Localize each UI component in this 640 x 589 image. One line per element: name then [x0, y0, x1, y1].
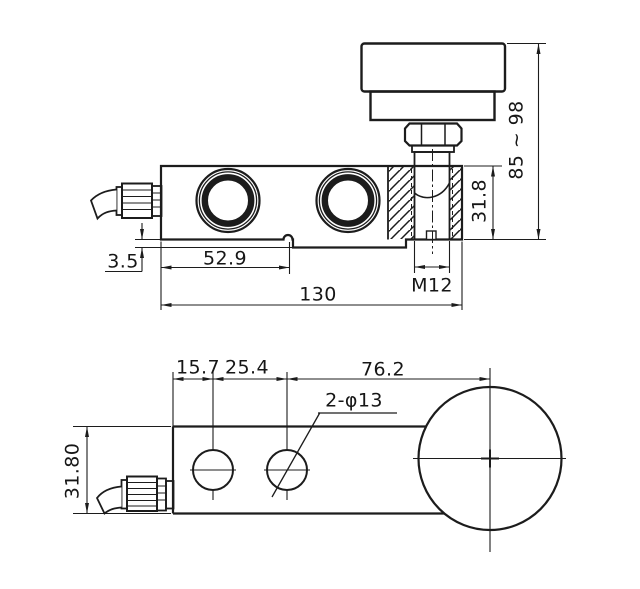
- dim-label-mounting-holes: 2-φ13: [325, 389, 383, 412]
- dim-m12: [413, 241, 451, 273]
- holes-leader: [271, 412, 397, 498]
- bore-circle-right: [315, 167, 381, 234]
- dim-label-step-height: 3.5: [107, 250, 139, 273]
- dim-label-overall-length: 130: [299, 283, 337, 306]
- cable-plan: [95, 485, 122, 515]
- center-mark: [481, 449, 499, 468]
- hex-nut: [403, 122, 463, 147]
- foot-cap: [360, 42, 507, 93]
- dim-label-body-width: 31.80: [61, 442, 84, 500]
- side-view-group: [89, 42, 546, 310]
- dim-label-hole-to-button: 76.2: [361, 358, 405, 381]
- dim-label-height-range: 85 ~ 98: [505, 100, 528, 180]
- dim-label-hole-spacing: 25.4: [225, 356, 269, 379]
- load-cell-body-side: [159, 164, 464, 249]
- dim-31-80: [73, 425, 171, 515]
- foot-tier: [369, 90, 496, 122]
- dim-85-98: [464, 42, 546, 241]
- dim-label-block-height: 31.8: [468, 179, 491, 223]
- cable-side: [89, 188, 117, 221]
- cable-gland-plan: [95, 475, 175, 515]
- dim-31-8: [464, 165, 502, 240]
- dim-label-thread: M12: [411, 274, 453, 297]
- cable-gland-side: [89, 182, 163, 221]
- dim-label-cut-length: 52.9: [203, 247, 247, 270]
- dim-130: [160, 241, 463, 310]
- thread-hole: [413, 166, 451, 240]
- dim-52-9: [161, 242, 291, 274]
- dim-label-edge-to-hole: 15.7: [176, 356, 220, 379]
- bore-circle-left: [195, 167, 261, 234]
- top-view-group: [73, 368, 566, 552]
